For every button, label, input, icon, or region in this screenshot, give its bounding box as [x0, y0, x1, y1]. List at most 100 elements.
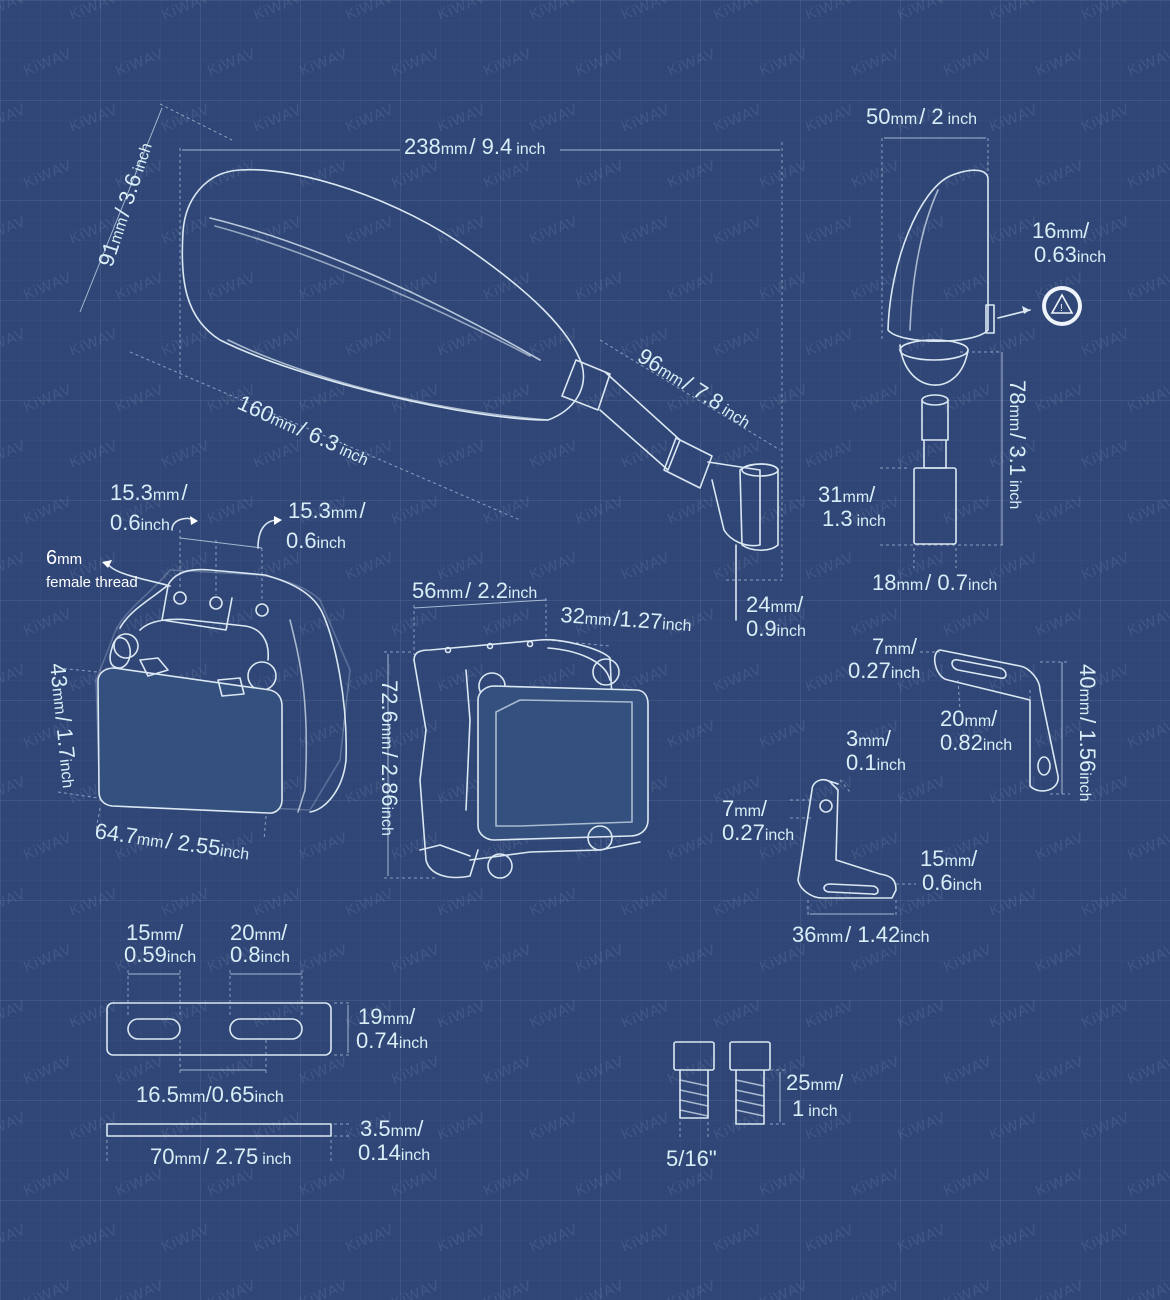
- watermark-text: KiWAV: [1125, 493, 1170, 528]
- watermark-text: KiWAV: [619, 0, 673, 24]
- l2-thick-dim: 3mm/: [846, 726, 892, 751]
- watermark-text: KiWAV: [205, 1277, 259, 1300]
- mirror-height-dim: 91mm/ 3.6inch: [93, 139, 157, 270]
- watermark-text: KiWAV: [251, 0, 305, 24]
- watermark-text: KiWAV: [1033, 1277, 1087, 1300]
- watermark-text: KiWAV: [803, 997, 857, 1032]
- watermark-text: KiWAV: [665, 493, 719, 528]
- watermark-text: KiWAV: [481, 493, 535, 528]
- watermark-text: KiWAV: [895, 1221, 949, 1256]
- watermark-text: KiWAV: [619, 885, 673, 920]
- watermark-text: KiWAV: [527, 997, 581, 1032]
- watermark-text: KiWAV: [619, 1221, 673, 1256]
- watermark-text: KiWAV: [435, 0, 489, 24]
- l2-width-dim: 36mm/ 1.42inch: [792, 922, 930, 947]
- watermark-text: KiWAV: [481, 1053, 535, 1088]
- watermark-text: KiWAV: [159, 0, 213, 24]
- watermark-text: KiWAV: [665, 829, 719, 864]
- watermark-text: KiWAV: [941, 381, 995, 416]
- watermark-text: KiWAV: [67, 997, 121, 1032]
- watermark-text: KiWAV: [343, 213, 397, 248]
- watermark-text: KiWAV: [573, 1277, 627, 1300]
- watermark-text: KiWAV: [297, 1277, 351, 1300]
- clamp-hole1-inch: 0.6inch: [110, 510, 170, 535]
- watermark-text: KiWAV: [343, 549, 397, 584]
- l1-slot-dim: 7mm/: [872, 634, 918, 659]
- clamp-hole2-inch: 0.6inch: [286, 528, 346, 553]
- watermark-text: KiWAV: [573, 1165, 627, 1200]
- watermark-text: KiWAV: [205, 157, 259, 192]
- watermark-text: KiWAV: [1033, 493, 1087, 528]
- watermark-text: KiWAV: [711, 101, 765, 136]
- watermark-text: KiWAV: [159, 437, 213, 472]
- watermark-text: KiWAV: [849, 1277, 903, 1300]
- watermark-text: KiWAV: [987, 0, 1041, 24]
- mirror-stem-dim: 96mm/ 7.8inch: [633, 343, 756, 433]
- watermark-text: KiWAV: [343, 885, 397, 920]
- watermark-text: KiWAV: [941, 45, 995, 80]
- watermark-text: KiWAV: [941, 1277, 995, 1300]
- watermark-text: KiWAV: [1125, 717, 1170, 752]
- watermark-text: KiWAV: [21, 493, 75, 528]
- watermark-text: KiWAV: [573, 45, 627, 80]
- watermark-text: KiWAV: [297, 829, 351, 864]
- watermark-text: KiWAV: [711, 885, 765, 920]
- watermark-text: KiWAV: [159, 325, 213, 360]
- watermark-text: KiWAV: [1033, 381, 1087, 416]
- watermark-text: KiWAV: [21, 1053, 75, 1088]
- watermark-text: KiWAV: [1125, 381, 1170, 416]
- watermark-text: KiWAV: [1079, 0, 1133, 24]
- clamp-iso-view: [57, 516, 351, 841]
- watermark-text: KiWAV: [803, 437, 857, 472]
- watermark-text: KiWAV: [251, 885, 305, 920]
- watermark-text: KiWAV: [343, 325, 397, 360]
- watermark-text: KiWAV: [527, 1109, 581, 1144]
- watermark-text: KiWAV: [481, 269, 535, 304]
- watermark-text: KiWAV: [389, 157, 443, 192]
- watermark-text: KiWAV: [665, 717, 719, 752]
- watermark-text: KiWAV: [481, 45, 535, 80]
- watermark-text: KiWAV: [481, 381, 535, 416]
- watermark-text: KiWAV: [389, 1053, 443, 1088]
- watermark-text: KiWAV: [159, 885, 213, 920]
- plate-thick-inch: 0.14inch: [358, 1140, 430, 1165]
- watermark-text: KiWAV: [435, 1109, 489, 1144]
- watermark-text: KiWAV: [849, 45, 903, 80]
- watermark-text: KiWAV: [297, 941, 351, 976]
- plate-spacing-dim: 16.5mm/0.65inch: [136, 1082, 284, 1107]
- watermark-text: KiWAV: [481, 941, 535, 976]
- side-post-height-dim: 31mm/: [818, 482, 876, 507]
- watermark-text: KiWAV: [297, 1053, 351, 1088]
- watermark-text: KiWAV: [435, 1221, 489, 1256]
- plate-height-inch: 0.74inch: [356, 1028, 428, 1053]
- front-depth-dim: 32mm/1.27inch: [560, 602, 693, 636]
- watermark-text: KiWAV: [1033, 941, 1087, 976]
- watermark-text: KiWAV: [1079, 101, 1133, 136]
- watermark-text: KiWAV: [849, 1165, 903, 1200]
- watermark-text: KiWAV: [21, 1277, 75, 1300]
- watermark-text: KiWAV: [849, 829, 903, 864]
- mirror-side-view: !: [880, 137, 1082, 568]
- watermark-text: KiWAV: [0, 885, 29, 920]
- l2-slot-dim: 15mm/: [920, 846, 978, 871]
- watermark-text: KiWAV: [941, 269, 995, 304]
- watermark-text: KiWAV: [527, 885, 581, 920]
- plate-height-dim: 19mm/: [358, 1004, 416, 1029]
- watermark-text: KiWAV: [1033, 157, 1087, 192]
- watermark-text: KiWAV: [251, 1109, 305, 1144]
- watermark-text: KiWAV: [803, 1221, 857, 1256]
- watermark-text: KiWAV: [573, 493, 627, 528]
- watermark-text: KiWAV: [1079, 325, 1133, 360]
- plate-thick-dim: 3.5mm/: [360, 1116, 424, 1141]
- watermark-text: KiWAV: [67, 1109, 121, 1144]
- watermark-text: KiWAV: [803, 325, 857, 360]
- watermark-text: KiWAV: [665, 45, 719, 80]
- watermark-text: KiWAV: [849, 157, 903, 192]
- watermark-text: KiWAV: [113, 1165, 167, 1200]
- watermark-text: KiWAV: [895, 1109, 949, 1144]
- l1-len-dim: 20mm/: [940, 706, 998, 731]
- watermark-text: KiWAV: [435, 885, 489, 920]
- watermark-text: KiWAV: [895, 213, 949, 248]
